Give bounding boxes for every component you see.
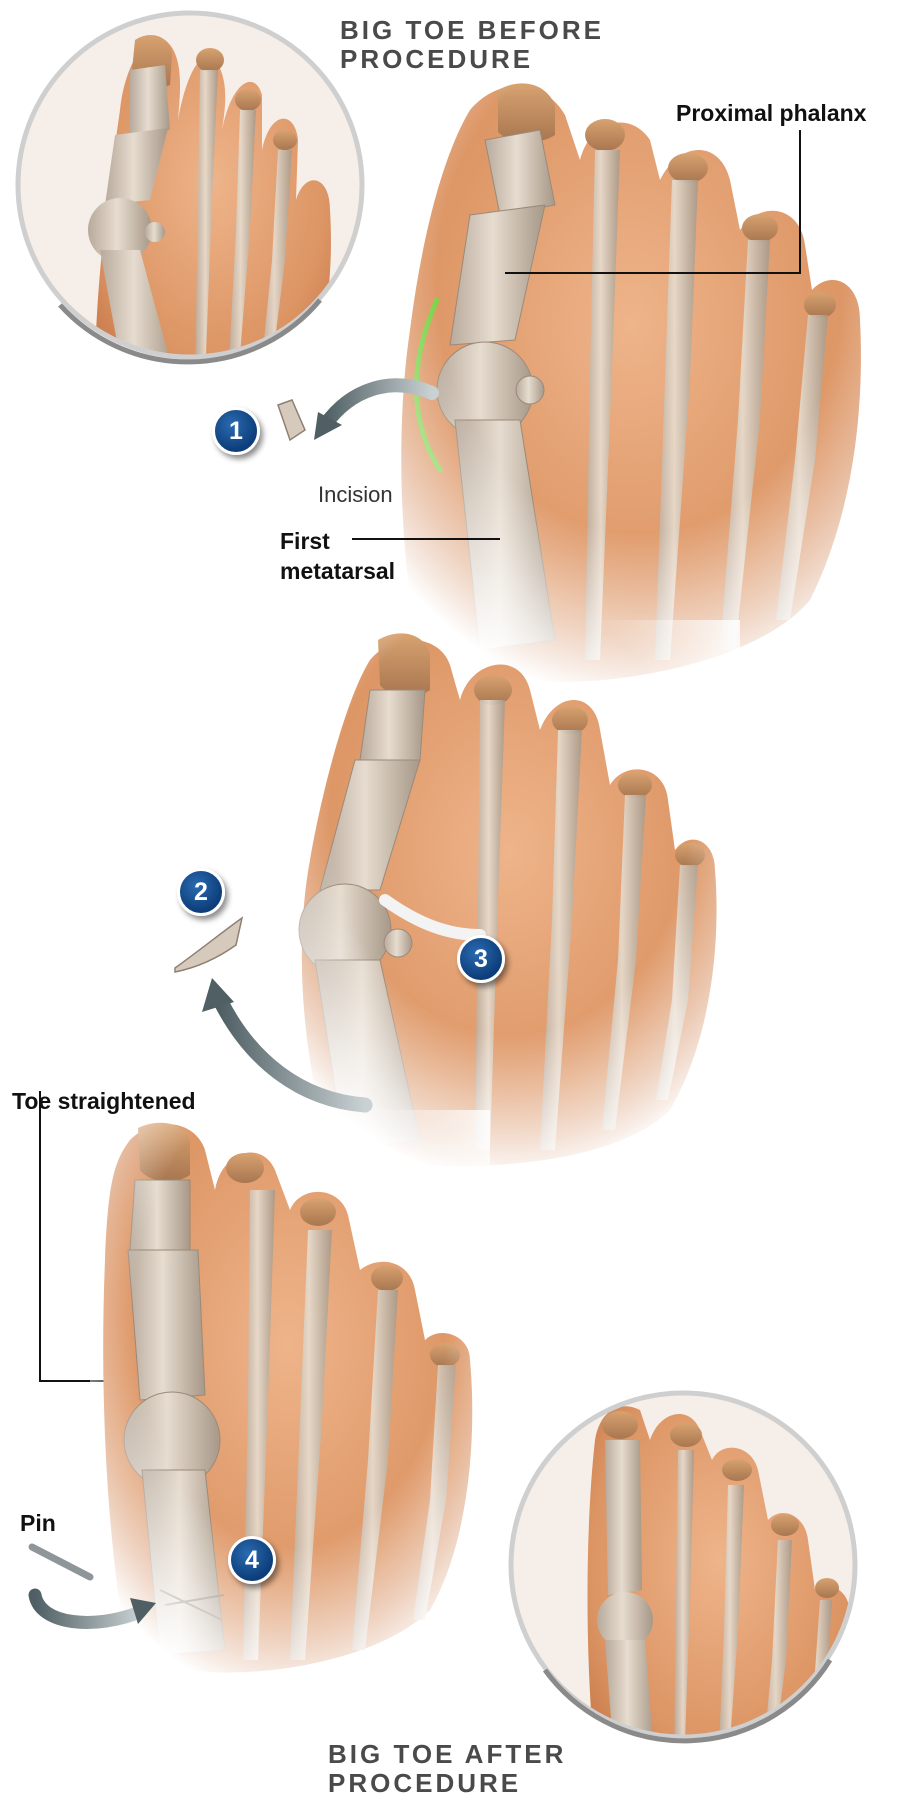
- pin: [32, 1547, 90, 1577]
- step-badge-2: 2: [177, 868, 225, 916]
- after-inset-circle: [511, 1393, 855, 1790]
- label-first-metatarsal-line1: First: [280, 526, 395, 556]
- label-pin: Pin: [20, 1510, 56, 1537]
- label-first-metatarsal: First metatarsal: [280, 526, 395, 586]
- bone-wedge: [175, 918, 242, 972]
- heading-after-line1: BIG TOE AFTER: [328, 1740, 566, 1769]
- label-toe-straightened: Toe straightened: [12, 1088, 196, 1115]
- label-first-metatarsal-line2: metatarsal: [280, 556, 395, 586]
- before-inset-circle: [18, 13, 362, 400]
- heading-before-line1: BIG TOE BEFORE: [340, 16, 604, 45]
- step-badge-1: 1: [212, 407, 260, 455]
- label-incision: Incision: [318, 482, 393, 508]
- heading-after-line2: PROCEDURE: [328, 1769, 566, 1798]
- label-proximal-phalanx: Proximal phalanx: [676, 100, 866, 127]
- bone-chip: [278, 400, 305, 440]
- foot-before-main: [380, 60, 898, 700]
- step-badge-4: 4: [228, 1536, 276, 1584]
- heading-before: BIG TOE BEFORE PROCEDURE: [340, 16, 604, 74]
- heading-before-line2: PROCEDURE: [340, 45, 604, 74]
- foot-after-main: [90, 1110, 490, 1700]
- step-badge-3: 3: [457, 935, 505, 983]
- heading-after: BIG TOE AFTER PROCEDURE: [328, 1740, 566, 1798]
